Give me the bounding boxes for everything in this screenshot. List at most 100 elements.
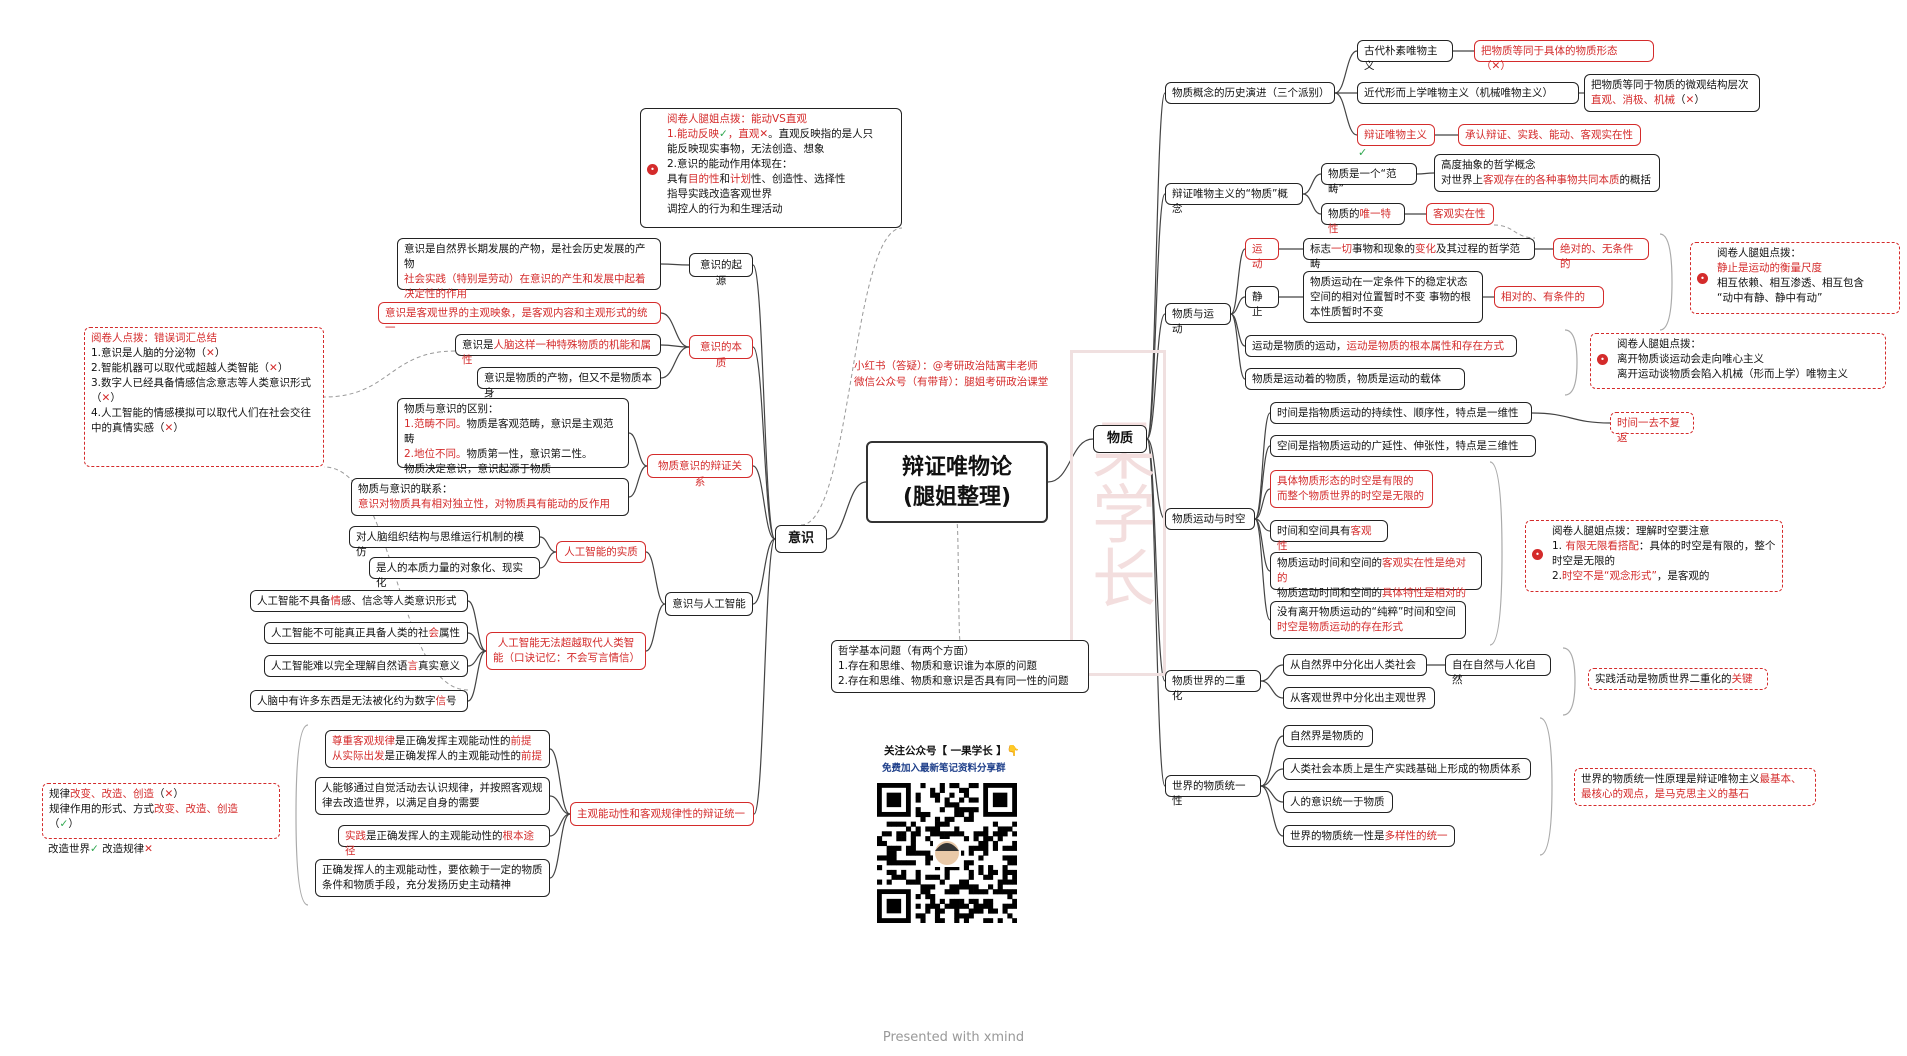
concept-unique[interactable]: 物质的唯一特性 (1321, 203, 1405, 235)
t: 计划 (730, 173, 751, 185)
cross-icon: ✕ (144, 843, 153, 855)
motion-still[interactable]: 静止 (1245, 286, 1279, 318)
t: 阅卷人腿姐点拨：理解时空要注意 (1552, 525, 1710, 537)
spacetime-1-tip[interactable]: 时间一去不复返 (1610, 412, 1694, 444)
t: （ (49, 818, 60, 830)
t: 属性 (439, 627, 460, 639)
cross-icon: ✕ (1491, 60, 1501, 72)
world-unity-3[interactable]: 人的意识统一于物质 (1283, 791, 1393, 813)
ai-cannot-1[interactable]: 人工智能不具备情感、信念等人类意识形式 (250, 590, 468, 612)
node-dialectic[interactable]: 物质意识的辩证关系 (647, 454, 753, 488)
node-history[interactable]: 物质概念的历史演进（三个派别） (1165, 82, 1335, 104)
ai-essence-2[interactable]: 是人的本质力量的对象化、现实化 (369, 557, 540, 589)
motion-move-tip[interactable]: 绝对的、无条件的 (1553, 238, 1649, 270)
concept-category[interactable]: 物质是一个“范畴” (1321, 163, 1417, 195)
world-unity-4[interactable]: 世界的物质统一性是多样性的统一 (1283, 825, 1455, 847)
t: 世界的物质统一性原理是辩证唯物主义 (1581, 773, 1760, 785)
central-topic[interactable]: 辩证唯物论 (腿姐整理) (866, 441, 1048, 523)
history-dialectical-tip[interactable]: 承认辩证、实践、能动、客观实在性 (1458, 124, 1641, 146)
node-spacetime[interactable]: 物质运动与时空 (1165, 508, 1255, 530)
node-world-unity[interactable]: 世界的物质统一性 (1165, 775, 1261, 807)
t: 时间和空间具有 (1277, 525, 1351, 537)
motion-3[interactable]: 运动是物质的运动，运动是物质的根本属性和存在方式 (1245, 335, 1517, 357)
duality-1[interactable]: 从自然界中分化出人类社会 (1283, 654, 1427, 676)
tip-dynamic-vs-intuitive[interactable]: • 阅卷人腿姐点拨：能动VS直观 1.能动反映✓，直观✕。直观反映指的是人只 能… (640, 108, 902, 228)
t: 物质第一性，意识第二性。 (466, 448, 593, 460)
t: 1.范畴不同。 (404, 418, 467, 430)
motion-4[interactable]: 物质是运动着的物质，物质是运动的载体 (1245, 368, 1465, 390)
tip-wrong-words[interactable]: 阅卷人点拨：错误词汇总结 1.意识是人脑的分泌物（✕） 2.智能机器可以取代或超… (84, 327, 324, 467)
node-subjective-objective[interactable]: 主观能动性和客观规律性的辩证统一 (570, 802, 754, 826)
essence-1[interactable]: 意识是客观世界的主观映象，是客观内容和主观形式的统一 (378, 302, 661, 334)
tip-spacetime[interactable]: • 阅卷人腿姐点拨：理解时空要注意 1. 有限无限看搭配：具体的时空是有限的，整… (1525, 520, 1783, 592)
t: 人工智能不可能真正具备人类的社 (271, 627, 429, 639)
concept-category-tip[interactable]: 高度抽象的哲学概念对世界上客观存在的各种事物共同本质的概括 (1434, 154, 1660, 192)
tip-world-unity[interactable]: 世界的物质统一性原理是辩证唯物主义最基本、最核心的观点，是马克思主义的基石 (1574, 768, 1816, 806)
spacetime-5[interactable]: 物质运动时间和空间的客观实在性是绝对的物质运动时间和空间的具体特性是相对的 (1270, 552, 1482, 599)
promo-wx: 微信公众号（有带背）：腿姐考研政治课堂 (854, 376, 1049, 388)
node-motion[interactable]: 物质与运动 (1165, 303, 1231, 335)
ai-essence[interactable]: 人工智能的实质 (556, 541, 646, 563)
t: 阅卷人腿姐点拨： (1717, 247, 1801, 259)
world-unity-2[interactable]: 人类社会本质上是生产实践基础上形成的物质体系 (1283, 758, 1531, 780)
ai-cannot-2[interactable]: 人工智能不可能真正具备人类的社会属性 (264, 622, 468, 644)
t: 有限无限看搭配 (1565, 540, 1639, 552)
motion-still-def[interactable]: 物质运动在一定条件下的稳定状态 空间的相对位置暂时不变 事物的根本性质暂时不变 (1303, 271, 1483, 323)
motion-still-tip[interactable]: 相对的、有条件的 (1494, 286, 1604, 308)
unity-4[interactable]: 正确发挥人的主观能动性，要依赖于一定的物质条件和物质手段，充分发扬历史主动精神 (315, 859, 550, 897)
history-ancient-tip[interactable]: 把物质等同于具体的物质形态（✕） (1474, 40, 1654, 72)
t: 改变、改造、创造 (154, 803, 238, 815)
node-essence[interactable]: 意识的本质 (689, 335, 753, 369)
ai-cannot-3[interactable]: 人工智能难以完全理解自然语言真实意义 (264, 655, 468, 677)
essence-2[interactable]: 意识是人脑这样一种特殊物质的机能和属性 (455, 334, 661, 366)
t: ，是客观的 (1656, 570, 1710, 582)
motion-move[interactable]: 运动 (1245, 238, 1279, 270)
tip-bullet-icon: • (1697, 273, 1708, 284)
t: 3.数字人已经具备情感信念意志等人类意识形式 (91, 377, 312, 389)
dialectic-link[interactable]: 物质与意识的联系： 意识对物质具有相对独立性，对物质具有能动的反作用 (351, 478, 629, 516)
node-ai[interactable]: 意识与人工智能 (665, 592, 753, 616)
unity-3[interactable]: 实践是正确发挥人的主观能动性的根本途径 (338, 825, 550, 857)
duality-2[interactable]: 从客观世界中分化出主观世界 (1283, 687, 1435, 709)
spacetime-3[interactable]: 具体物质形态的时空是有限的而整个物质世界的时空是无限的 (1270, 470, 1433, 508)
t: 2.意识的能动作用体现在： (667, 158, 793, 170)
t: 2.智能机器可以取代或超越人类智能（ (91, 362, 270, 374)
ai-essence-1[interactable]: 对人脑组织结构与思维运行机制的模仿 (349, 526, 540, 558)
t: 高度抽象的哲学概念 (1441, 159, 1536, 171)
motion-move-def[interactable]: 标志一切事物和现象的变化及其过程的哲学范畴 (1303, 238, 1535, 270)
ai-cannot[interactable]: 人工智能无法超越取代人类智能（口诀记忆：不会写言情信） (486, 632, 646, 670)
t: 唯一特性 (1328, 208, 1391, 235)
tip-motion-1[interactable]: • 阅卷人腿姐点拨： 静止是运动的衡量尺度 相互依赖、相互渗透、相互包含 “动中… (1690, 242, 1900, 314)
spacetime-6[interactable]: 没有离开物质运动的“纯粹”时间和空间时空是物质运动的存在形式 (1270, 601, 1466, 639)
t: 实践活动是物质世界二重化的 (1595, 673, 1732, 685)
duality-1-tip[interactable]: 自在自然与人化自然 (1445, 654, 1551, 686)
concept-unique-tip[interactable]: 客观实在性 (1426, 203, 1494, 225)
unity-1[interactable]: 尊重客观规律是正确发挥主观能动性的前提 从实际出发是正确发挥人的主观能动性的前提 (325, 730, 550, 768)
origin-text[interactable]: 意识是自然界长期发展的产物，是社会历史发展的产物社会实践（特别是劳动）在意识的产… (397, 238, 661, 300)
node-origin[interactable]: 意识的起源 (689, 253, 753, 287)
philosophy-question[interactable]: 哲学基本问题（有两个方面） 1.存在和思维、物质和意识谁为本原的问题 2.存在和… (831, 640, 1089, 693)
tip-duality[interactable]: 实践活动是物质世界二重化的关键 (1588, 668, 1768, 690)
spacetime-4[interactable]: 时间和空间具有客观性 (1270, 520, 1388, 552)
history-modern[interactable]: 近代形而上学唯物主义（机械唯物主义） (1357, 82, 1579, 104)
unity-2[interactable]: 人能够通过自觉活动去认识规律，并按照客观规律去改造世界，以满足自身的需要 (315, 777, 550, 815)
dialectic-diff[interactable]: 物质与意识的区别： 1.范畴不同。物质是客观范畴，意识是主观范畴 2.地位不同。… (397, 398, 629, 475)
tip-law[interactable]: 规律改变、改造、创造（✕） 规律作用的形式、方式改变、改造、创造 （✓） (42, 783, 280, 839)
node-wuzhi[interactable]: 物质 (1093, 425, 1147, 453)
spacetime-2[interactable]: 空间是指物质运动的广延性、伸张性，特点是三维性 (1270, 435, 1536, 457)
tip-motion-2[interactable]: • 阅卷人腿姐点拨： 离开物质谈运动会走向唯心主义 离开运动谈物质会陷入机械（形… (1590, 333, 1886, 389)
essence-3[interactable]: 意识是物质的产物，但又不是物质本身 (477, 367, 661, 399)
t: 相互依赖、相互渗透、相互包含 (1717, 277, 1864, 289)
history-ancient[interactable]: 古代朴素唯物主义 (1357, 40, 1453, 72)
t: 是正确发挥人的主观能动性的 (366, 830, 503, 842)
t: 调控人的行为和生理活动 (667, 203, 783, 215)
history-dialectical[interactable]: 辩证唯物主义 (1357, 124, 1435, 146)
node-concept[interactable]: 辩证唯物主义的“物质”概念 (1165, 183, 1303, 215)
spacetime-1[interactable]: 时间是指物质运动的持续性、顺序性，特点是一维性 (1270, 402, 1532, 424)
ai-cannot-4[interactable]: 人脑中有许多东西是无法被化约为数字信号 (250, 690, 468, 712)
t: 人工智能不具备 (257, 595, 331, 607)
node-duality[interactable]: 物质世界的二重化 (1165, 670, 1261, 702)
world-unity-1[interactable]: 自然界是物质的 (1283, 725, 1373, 747)
history-modern-tip[interactable]: 把物质等同于物质的微观结构层次直观、消极、机械（✕） (1584, 74, 1760, 112)
node-yishi[interactable]: 意识 (775, 525, 827, 553)
